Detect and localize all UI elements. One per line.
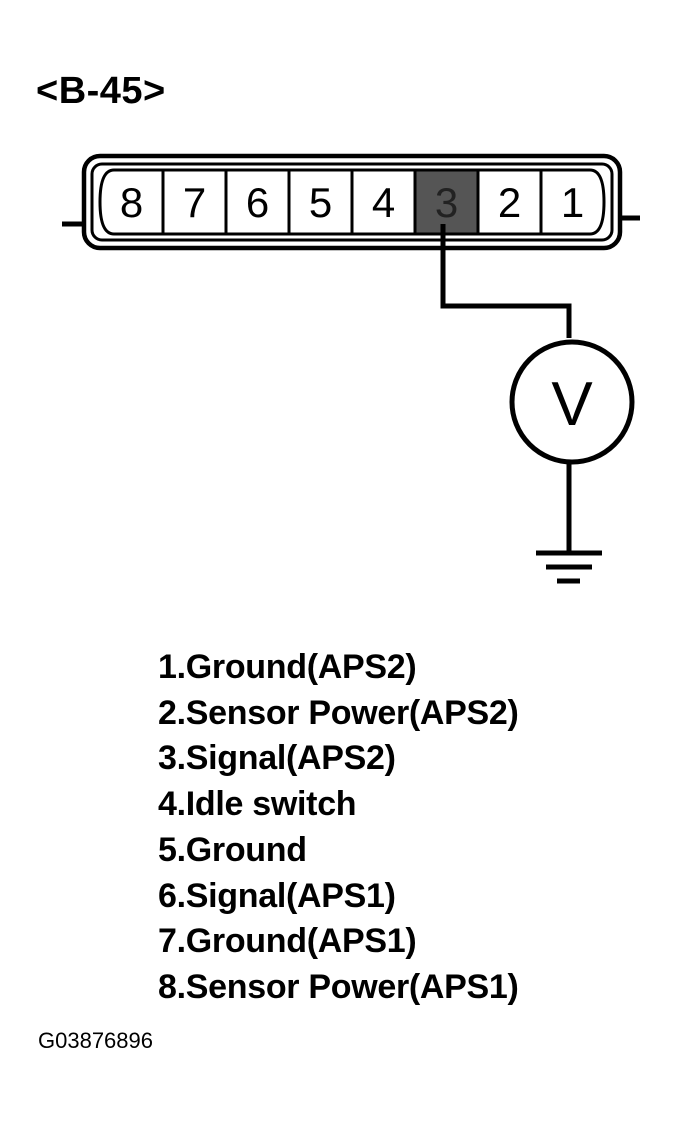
pin-legend-item: 5.Ground	[158, 830, 307, 869]
voltmeter	[509, 339, 635, 465]
probe-wire	[440, 224, 572, 338]
connector-pin-1: 1	[539, 170, 584, 234]
pin-legend-item: 8.Sensor Power(APS1)	[158, 967, 519, 1006]
connector-pin-2: 2	[476, 170, 521, 234]
pin-row-left-cap	[98, 168, 128, 236]
pin-legend-item: 6.Signal(APS1)	[158, 876, 396, 915]
pin-number-3: 3	[435, 179, 458, 226]
pin-number-5: 5	[309, 179, 332, 226]
pin-legend-item: 1.Ground(APS2)	[158, 648, 417, 686]
pin-legend: 1.Ground(APS2) 2.Sensor Power(APS2) 3.Sign…	[158, 645, 519, 1011]
pin-number-7: 7	[183, 179, 206, 226]
connector-pin-4: 4	[350, 170, 395, 234]
pin-row-right-cap	[576, 168, 606, 236]
connector-pin-5: 5	[287, 170, 332, 234]
voltmeter-symbol: V	[551, 370, 593, 439]
connector-pin-8: 8	[120, 179, 143, 226]
connector-pin-7: 7	[161, 170, 206, 234]
pin-number-8: 8	[120, 179, 143, 226]
connector-housing-outer	[81, 153, 623, 251]
pin-legend-item: 7.Ground(APS1)	[158, 922, 417, 961]
pin-number-1: 1	[561, 179, 584, 226]
pin-legend-item: 3.Signal(APS2)	[158, 739, 396, 778]
pin-number-2: 2	[498, 179, 521, 226]
connector-pin-6: 6	[224, 170, 269, 234]
pin-legend-item: 2.Sensor Power(APS2)	[158, 693, 519, 732]
pin-number-6: 6	[246, 179, 269, 226]
connector-pin-3: 3	[413, 170, 477, 234]
connector-housing-inner	[90, 162, 614, 242]
connector-label: <B-45>	[36, 70, 166, 112]
probed-pin-highlight	[416, 170, 477, 234]
figure-code: G03876896	[38, 1028, 153, 1053]
pin-number-4: 4	[372, 179, 395, 226]
ground-icon	[536, 550, 602, 584]
pin-legend-item: 4.Idle switch	[158, 785, 357, 824]
